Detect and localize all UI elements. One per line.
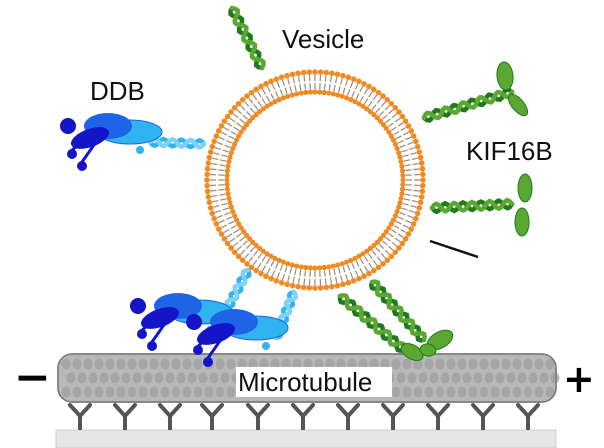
ddb-label: DDB [90, 76, 145, 106]
kif16b-motor [337, 292, 424, 362]
pointer-line [429, 239, 479, 259]
plus-end-label: + [563, 357, 595, 401]
kif16b-group [228, 5, 533, 362]
vesicle-label: Vesicle [282, 24, 364, 54]
minus-end-label: − [14, 352, 51, 403]
antibody-icon [426, 403, 450, 430]
antibody-icon [471, 403, 495, 430]
kif16b-motor [421, 61, 529, 123]
kif16b-motor [429, 173, 533, 237]
antibody-icon [381, 403, 405, 430]
vesicle [204, 69, 426, 291]
antibody-icon [516, 403, 540, 430]
glass-surface [55, 429, 557, 448]
ddb-complex [186, 289, 299, 367]
ddb-complex [60, 113, 207, 171]
antibody-icon [158, 403, 182, 430]
ddb-group [60, 113, 299, 367]
antibody-icon [200, 403, 224, 430]
microtubule-label: Microtubule [238, 367, 372, 397]
antibody-icon [113, 403, 137, 430]
antibody-icon [336, 403, 360, 430]
antibody-icon [246, 403, 270, 430]
kif16b-motor [228, 5, 266, 71]
antibody-icon [68, 403, 92, 430]
kif16b-label: KIF16B [466, 136, 553, 166]
kif16b-motor [368, 279, 454, 357]
microtubule-label-bg [236, 367, 392, 397]
antibody-icon [291, 403, 315, 430]
antibody-row [68, 403, 540, 430]
